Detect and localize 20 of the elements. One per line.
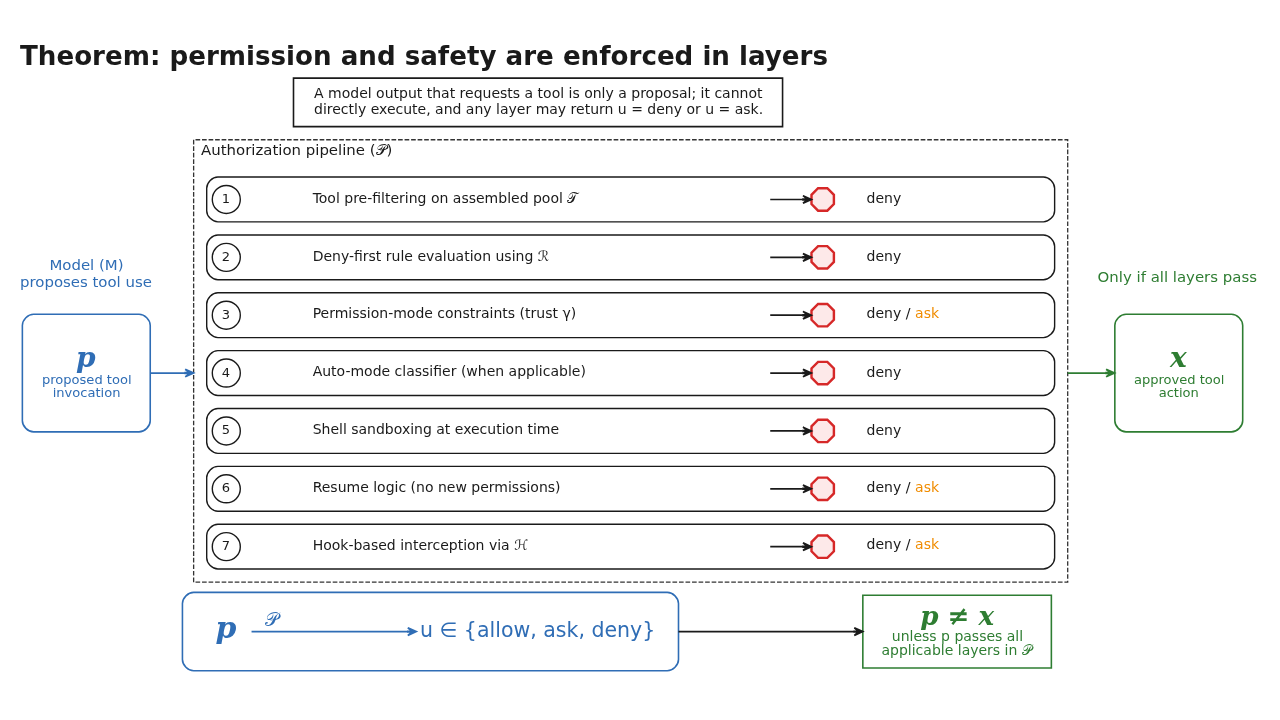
- label: Model (M) proposes tool use: [20, 256, 152, 292]
- node-text: u ∈ {allow, ask, deny}: [419, 617, 656, 642]
- node-label: deny: [866, 421, 902, 438]
- node-label: deny: [866, 190, 902, 207]
- label: Only if all layers pass: [1097, 268, 1257, 287]
- node-label: deny / ask: [866, 478, 940, 495]
- node-text: p: [215, 610, 237, 646]
- node-text: Auto-mode classifier (when applicable): [312, 363, 586, 380]
- node-label: deny / ask: [866, 305, 940, 321]
- node-text: Shell sandboxing at execution time: [312, 421, 560, 438]
- node-label: deny: [866, 363, 902, 380]
- node-text: Deny-first rule evaluation using ℛ: [312, 247, 549, 264]
- node-text: Resume logic (no new permissions): [312, 479, 561, 496]
- node-text: Hook-based interception via ℋ: [312, 536, 528, 553]
- node-label: deny: [866, 248, 902, 265]
- node-label: deny / ask: [866, 536, 940, 553]
- diagram-title: Theorem: permission and safety are enforced in layers: [20, 41, 829, 72]
- edge-label: 𝒫: [265, 609, 280, 630]
- node-text: Tool pre-filtering on assembled pool 𝒯: [312, 189, 579, 206]
- node-text: Permission-mode constraints (trust γ): [312, 305, 577, 322]
